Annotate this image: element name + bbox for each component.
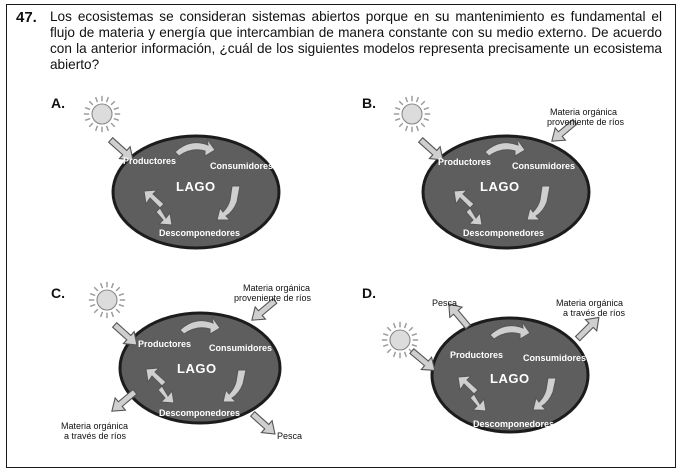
input-label-line2: proveniente de ríos (547, 117, 625, 127)
option-d-diagram: Pesca Materia orgánica a través de ríos … (381, 298, 626, 434)
consumidores-label: Consumidores (523, 353, 586, 363)
descomponedores-label: Descomponedores (473, 419, 554, 429)
productores-label: Productores (450, 350, 503, 360)
option-a-cycle (143, 138, 241, 226)
question-frame (6, 4, 676, 468)
option-a-lake (111, 134, 281, 250)
descomponedores-label: Descomponedores (159, 228, 240, 238)
option-b-cycle (453, 138, 551, 226)
option-d-cycle (457, 321, 557, 412)
option-c-diagram: Materia orgánica proveniente de ríos Mat… (61, 281, 312, 441)
option-b-letter: B. (362, 95, 376, 111)
option-d-letter: D. (362, 285, 376, 301)
option-b-lake (421, 134, 591, 250)
sun-icon (393, 95, 431, 133)
productores-label: Productores (138, 339, 191, 349)
question-number: 47. (16, 9, 37, 26)
option-c-cycle (145, 316, 247, 404)
consumidores-label: Consumidores (512, 161, 575, 171)
question-text: Los ecosistemas se consideran sistemas a… (50, 9, 662, 72)
lago-label: LAGO (480, 179, 520, 194)
input-label-line1: Materia orgánica (243, 283, 310, 293)
productores-label: Productores (438, 157, 491, 167)
option-d-lake (430, 316, 590, 434)
input-label-line2: proveniente de ríos (234, 293, 312, 303)
option-a-diagram: Productores Consumidores LAGO Descompone… (83, 95, 281, 250)
productores-label: Productores (123, 156, 176, 166)
output-label-line2: a través de ríos (563, 308, 626, 318)
pesca-arrow-icon (246, 407, 281, 441)
descomponedores-label: Descomponedores (463, 228, 544, 238)
lago-label: LAGO (177, 361, 217, 376)
pesca-label: Pesca (277, 431, 302, 441)
consumidores-label: Consumidores (210, 161, 273, 171)
input-label-line1: Materia orgánica (550, 107, 617, 117)
pesca-label: Pesca (432, 298, 457, 308)
option-b-diagram: Materia orgánica proveniente de ríos Pro… (393, 95, 625, 250)
sun-icon (88, 281, 126, 319)
consumidores-label: Consumidores (209, 343, 272, 353)
lago-label: LAGO (490, 371, 530, 386)
option-c-lake (118, 311, 282, 425)
sun-icon (83, 95, 121, 133)
output-label-line1: Materia orgánica (61, 421, 128, 431)
descomponedores-label: Descomponedores (159, 408, 240, 418)
option-c-letter: C. (51, 285, 65, 301)
output-label-line2: a través de ríos (64, 431, 127, 441)
option-a-letter: A. (51, 95, 65, 111)
output-label-line1: Materia orgánica (556, 298, 623, 308)
lago-label: LAGO (176, 179, 216, 194)
